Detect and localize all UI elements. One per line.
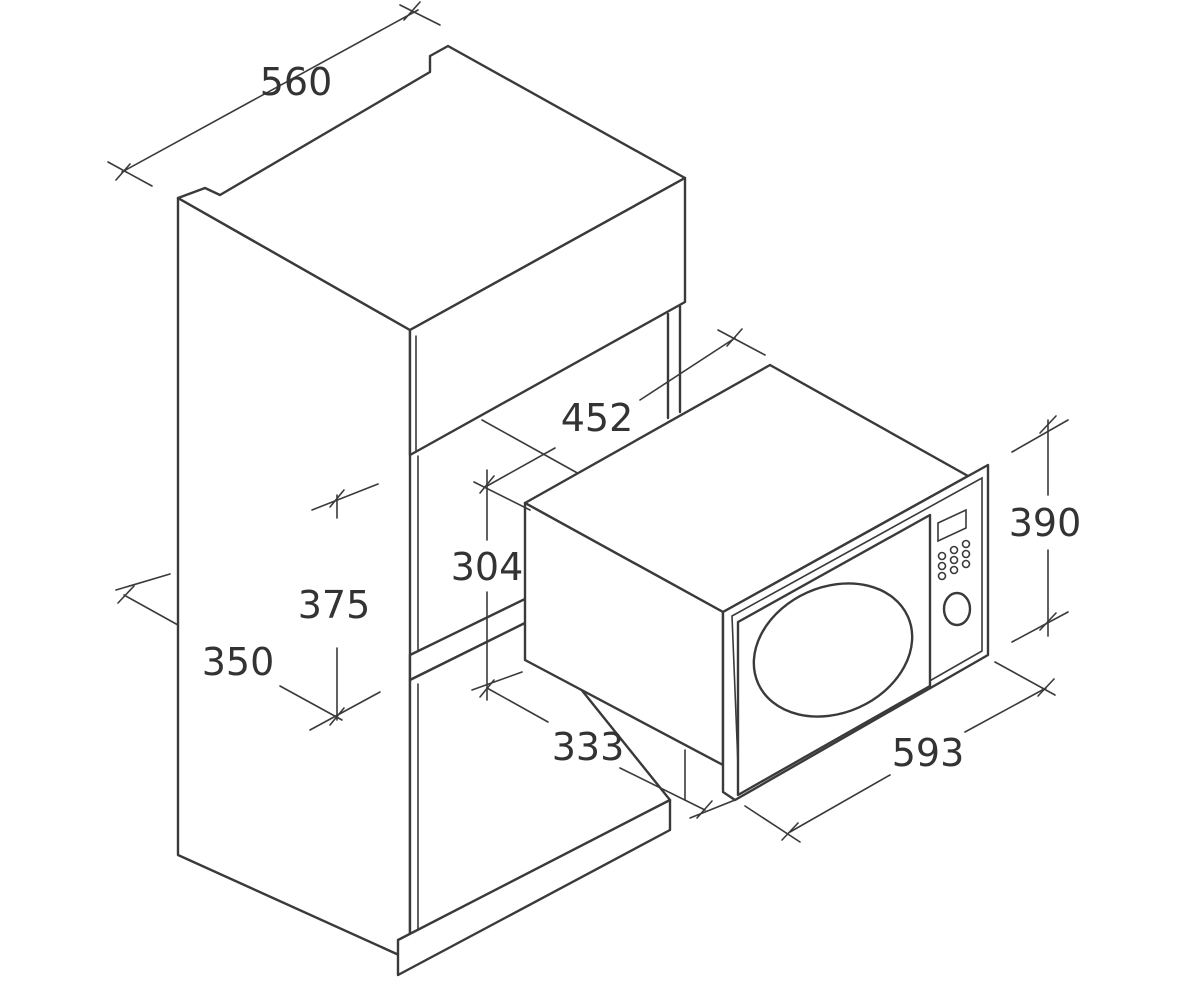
dim-label-375: 375 bbox=[298, 583, 371, 627]
cabinet-upper-rail bbox=[408, 176, 687, 457]
dim-label-304: 304 bbox=[451, 545, 524, 589]
dim-label-350: 350 bbox=[202, 640, 275, 684]
dim-label-390: 390 bbox=[1009, 501, 1082, 545]
dim-label-452: 452 bbox=[561, 396, 634, 440]
dimension-lines bbox=[107, 1, 1069, 843]
microwave-keypad bbox=[937, 539, 971, 581]
microwave-window bbox=[752, 582, 914, 718]
microwave-display bbox=[937, 508, 967, 543]
microwave-knob bbox=[942, 591, 972, 627]
cabinet-side-panel bbox=[176, 196, 412, 962]
cabinet bbox=[176, 44, 687, 977]
dimension-labels: 560 350 375 452 304 333 593 390 bbox=[202, 60, 1082, 775]
microwave bbox=[523, 363, 990, 802]
dim-label-560: 560 bbox=[260, 60, 333, 104]
cabinet-plinth bbox=[396, 798, 672, 977]
dim-label-593: 593 bbox=[892, 731, 965, 775]
dim-label-333: 333 bbox=[552, 725, 625, 769]
